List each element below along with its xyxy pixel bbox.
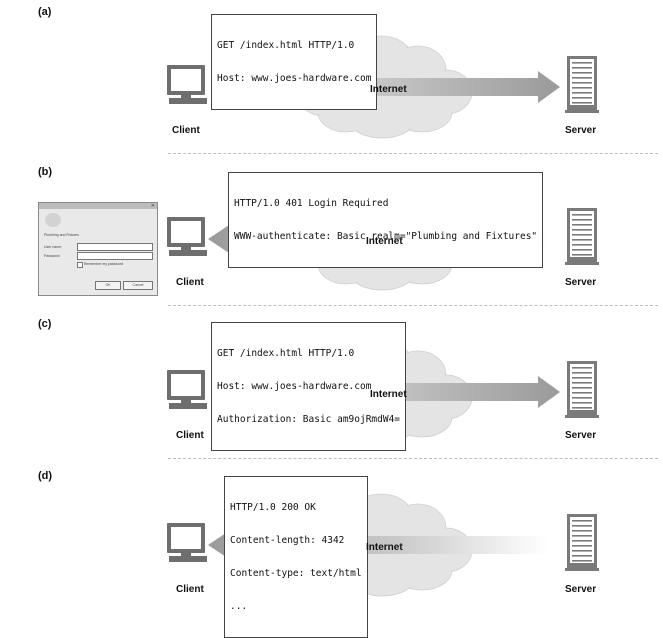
cancel-button[interactable]: Cancel — [123, 281, 153, 290]
panel-label: (c) — [38, 318, 52, 330]
http-message: HTTP/1.0 200 OK Content-length: 4342 Con… — [224, 476, 368, 638]
panel-separator — [168, 153, 658, 154]
server-label: Server — [565, 430, 597, 441]
message-line: Host: www.joes-hardware.com — [217, 381, 372, 392]
message-line: HTTP/1.0 200 OK — [230, 502, 316, 513]
message-line: Content-length: 4342 — [230, 535, 345, 546]
client-label: Client — [176, 277, 204, 288]
client-label: Client — [176, 584, 204, 595]
close-icon[interactable]: ✕ — [150, 203, 155, 209]
message-line: HTTP/1.0 401 Login Required — [234, 198, 389, 209]
user-name-field[interactable] — [77, 243, 153, 251]
panel-separator — [168, 458, 658, 459]
message-line: WWW-authenticate: Basic realm="Plumbing … — [234, 231, 538, 242]
user-name-label: User name: — [44, 245, 63, 249]
client-computer-icon — [167, 370, 207, 409]
server-icon — [565, 361, 599, 418]
remember-label: Remember my password — [84, 262, 123, 266]
panel-c: (c) GET /index.html HTTP/1.0 Host: www.j… — [0, 312, 663, 462]
http-message: GET /index.html HTTP/1.0 Host: www.joes-… — [211, 14, 378, 110]
server-label: Server — [565, 125, 597, 136]
network-label: Internet — [366, 542, 403, 553]
key-logo-icon — [45, 213, 61, 227]
server-icon — [565, 56, 599, 113]
password-field[interactable] — [77, 252, 153, 260]
panel-a: (a) GET /index.html HTTP/1.0 Host: www.j… — [0, 0, 663, 150]
message-line: Host: www.joes-hardware.com — [217, 73, 372, 84]
client-computer-icon — [167, 523, 207, 562]
dialog-titlebar: ✕ — [39, 203, 157, 209]
message-line: ... — [230, 601, 248, 612]
dialog-realm: Plumbing and Fixtures — [44, 233, 79, 237]
panel-label: (a) — [38, 6, 52, 18]
network-label: Internet — [366, 236, 403, 247]
panel-label: (d) — [38, 470, 53, 482]
server-icon — [565, 514, 599, 571]
client-label: Client — [176, 430, 204, 441]
http-message: HTTP/1.0 401 Login Required WWW-authenti… — [228, 172, 544, 268]
panel-b: (b) HTTP/1.0 401 Login Required WWW-auth… — [0, 160, 663, 310]
remember-checkbox[interactable] — [77, 262, 83, 268]
server-label: Server — [565, 584, 597, 595]
message-line: Authorization: Basic am9ojRmdW4= — [217, 414, 401, 425]
client-label: Client — [172, 125, 200, 136]
panel-separator — [168, 305, 658, 306]
client-computer-icon — [167, 217, 207, 256]
ok-button[interactable]: OK — [95, 281, 121, 290]
server-label: Server — [565, 277, 597, 288]
message-line: GET /index.html HTTP/1.0 — [217, 40, 355, 51]
client-computer-icon — [167, 65, 207, 104]
panel-label: (b) — [38, 166, 53, 178]
network-label: Internet — [370, 84, 407, 95]
password-label: Password: — [44, 254, 61, 258]
http-message: GET /index.html HTTP/1.0 Host: www.joes-… — [211, 322, 407, 451]
server-icon — [565, 208, 599, 265]
network-label: Internet — [370, 389, 407, 400]
login-dialog: ✕ Plumbing and Fixtures User name: Passw… — [38, 202, 158, 296]
message-line: Content-type: text/html — [230, 568, 362, 579]
message-line: GET /index.html HTTP/1.0 — [217, 348, 355, 359]
panel-d: (d) HTTP/1.0 200 OK Content-length: 4342… — [0, 464, 663, 638]
